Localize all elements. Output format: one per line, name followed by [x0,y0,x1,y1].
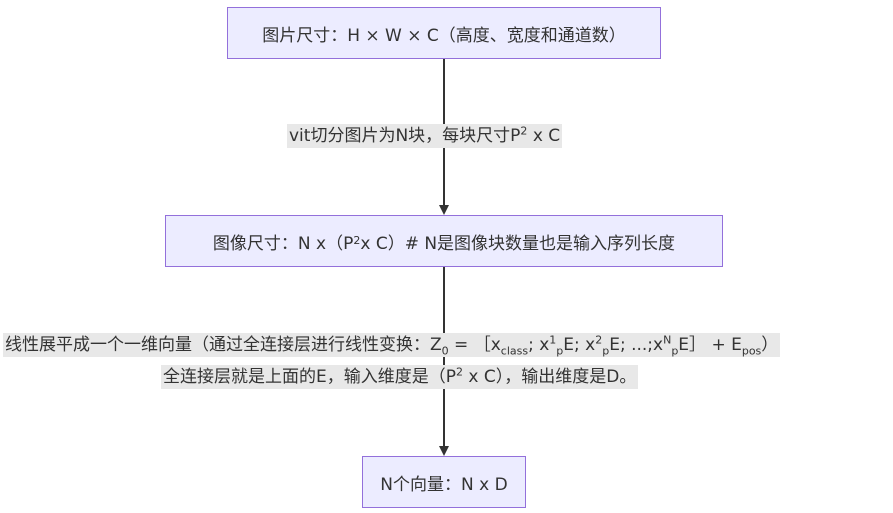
flatten-sub-pos: pos [741,344,762,358]
flatten-text-g: ） [761,335,779,355]
flatten-text-d: E; x [563,335,596,355]
node-n-vectors-label: N个向量：N x D [380,474,508,495]
flatten-text-e: E; ...;x [609,335,664,355]
edge-label-flatten-line2: 全连接层就是上面的E，输入维度是（P2 x C），输出维度是D。 [161,365,639,389]
node-image-size: 图片尺寸：H × W × C（高度、宽度和通道数） [227,7,661,59]
flatten-text-a: 线性展平成一个一维向量（通过全连接层进行线性变换：Z [5,335,442,355]
flatten-sup-n: N [663,333,672,347]
fc-sup-2: 2 [456,365,463,379]
node-n-vectors: N个向量：N x D [362,456,526,508]
flatten-sub-class: class [500,344,529,358]
node-patch-size-label-tail: x C）# N是图像块数量也是输入序列长度 [360,233,676,254]
flatten-sub-0: 0 [441,344,449,358]
flatten-sub-pn: p [671,344,679,358]
flatten-sub-p2: p [602,344,610,358]
edge-label-split-text: vit切分图片为N块，每块尺寸P [289,126,521,146]
flatten-text-c: ; x [528,335,550,355]
node-patch-size-label: 图像尺寸：N x（P [212,233,354,254]
node-image-size-label: 图片尺寸：H × W × C（高度、宽度和通道数） [262,25,626,46]
edge-label-split-superscript: 2 [520,124,528,138]
flatten-sub-p1: p [556,344,564,358]
fc-text-a: 全连接层就是上面的E，输入维度是（P [163,367,456,387]
flatten-sup-2: 2 [595,333,603,347]
edge-label-split-patches: vit切分图片为N块，每块尺寸P2 x C [287,124,563,148]
flatten-sup-1: 1 [549,333,557,347]
edge-label-flatten-line1: 线性展平成一个一维向量（通过全连接层进行线性变换：Z0 = ［xclass; x… [3,333,781,358]
fc-text-b: x C），输出维度是D。 [463,367,637,387]
edge-label-split-text-tail: x C [527,126,561,146]
flatten-text-f: E］ + E [678,335,742,355]
flatten-text-b: = ［x [448,335,501,355]
